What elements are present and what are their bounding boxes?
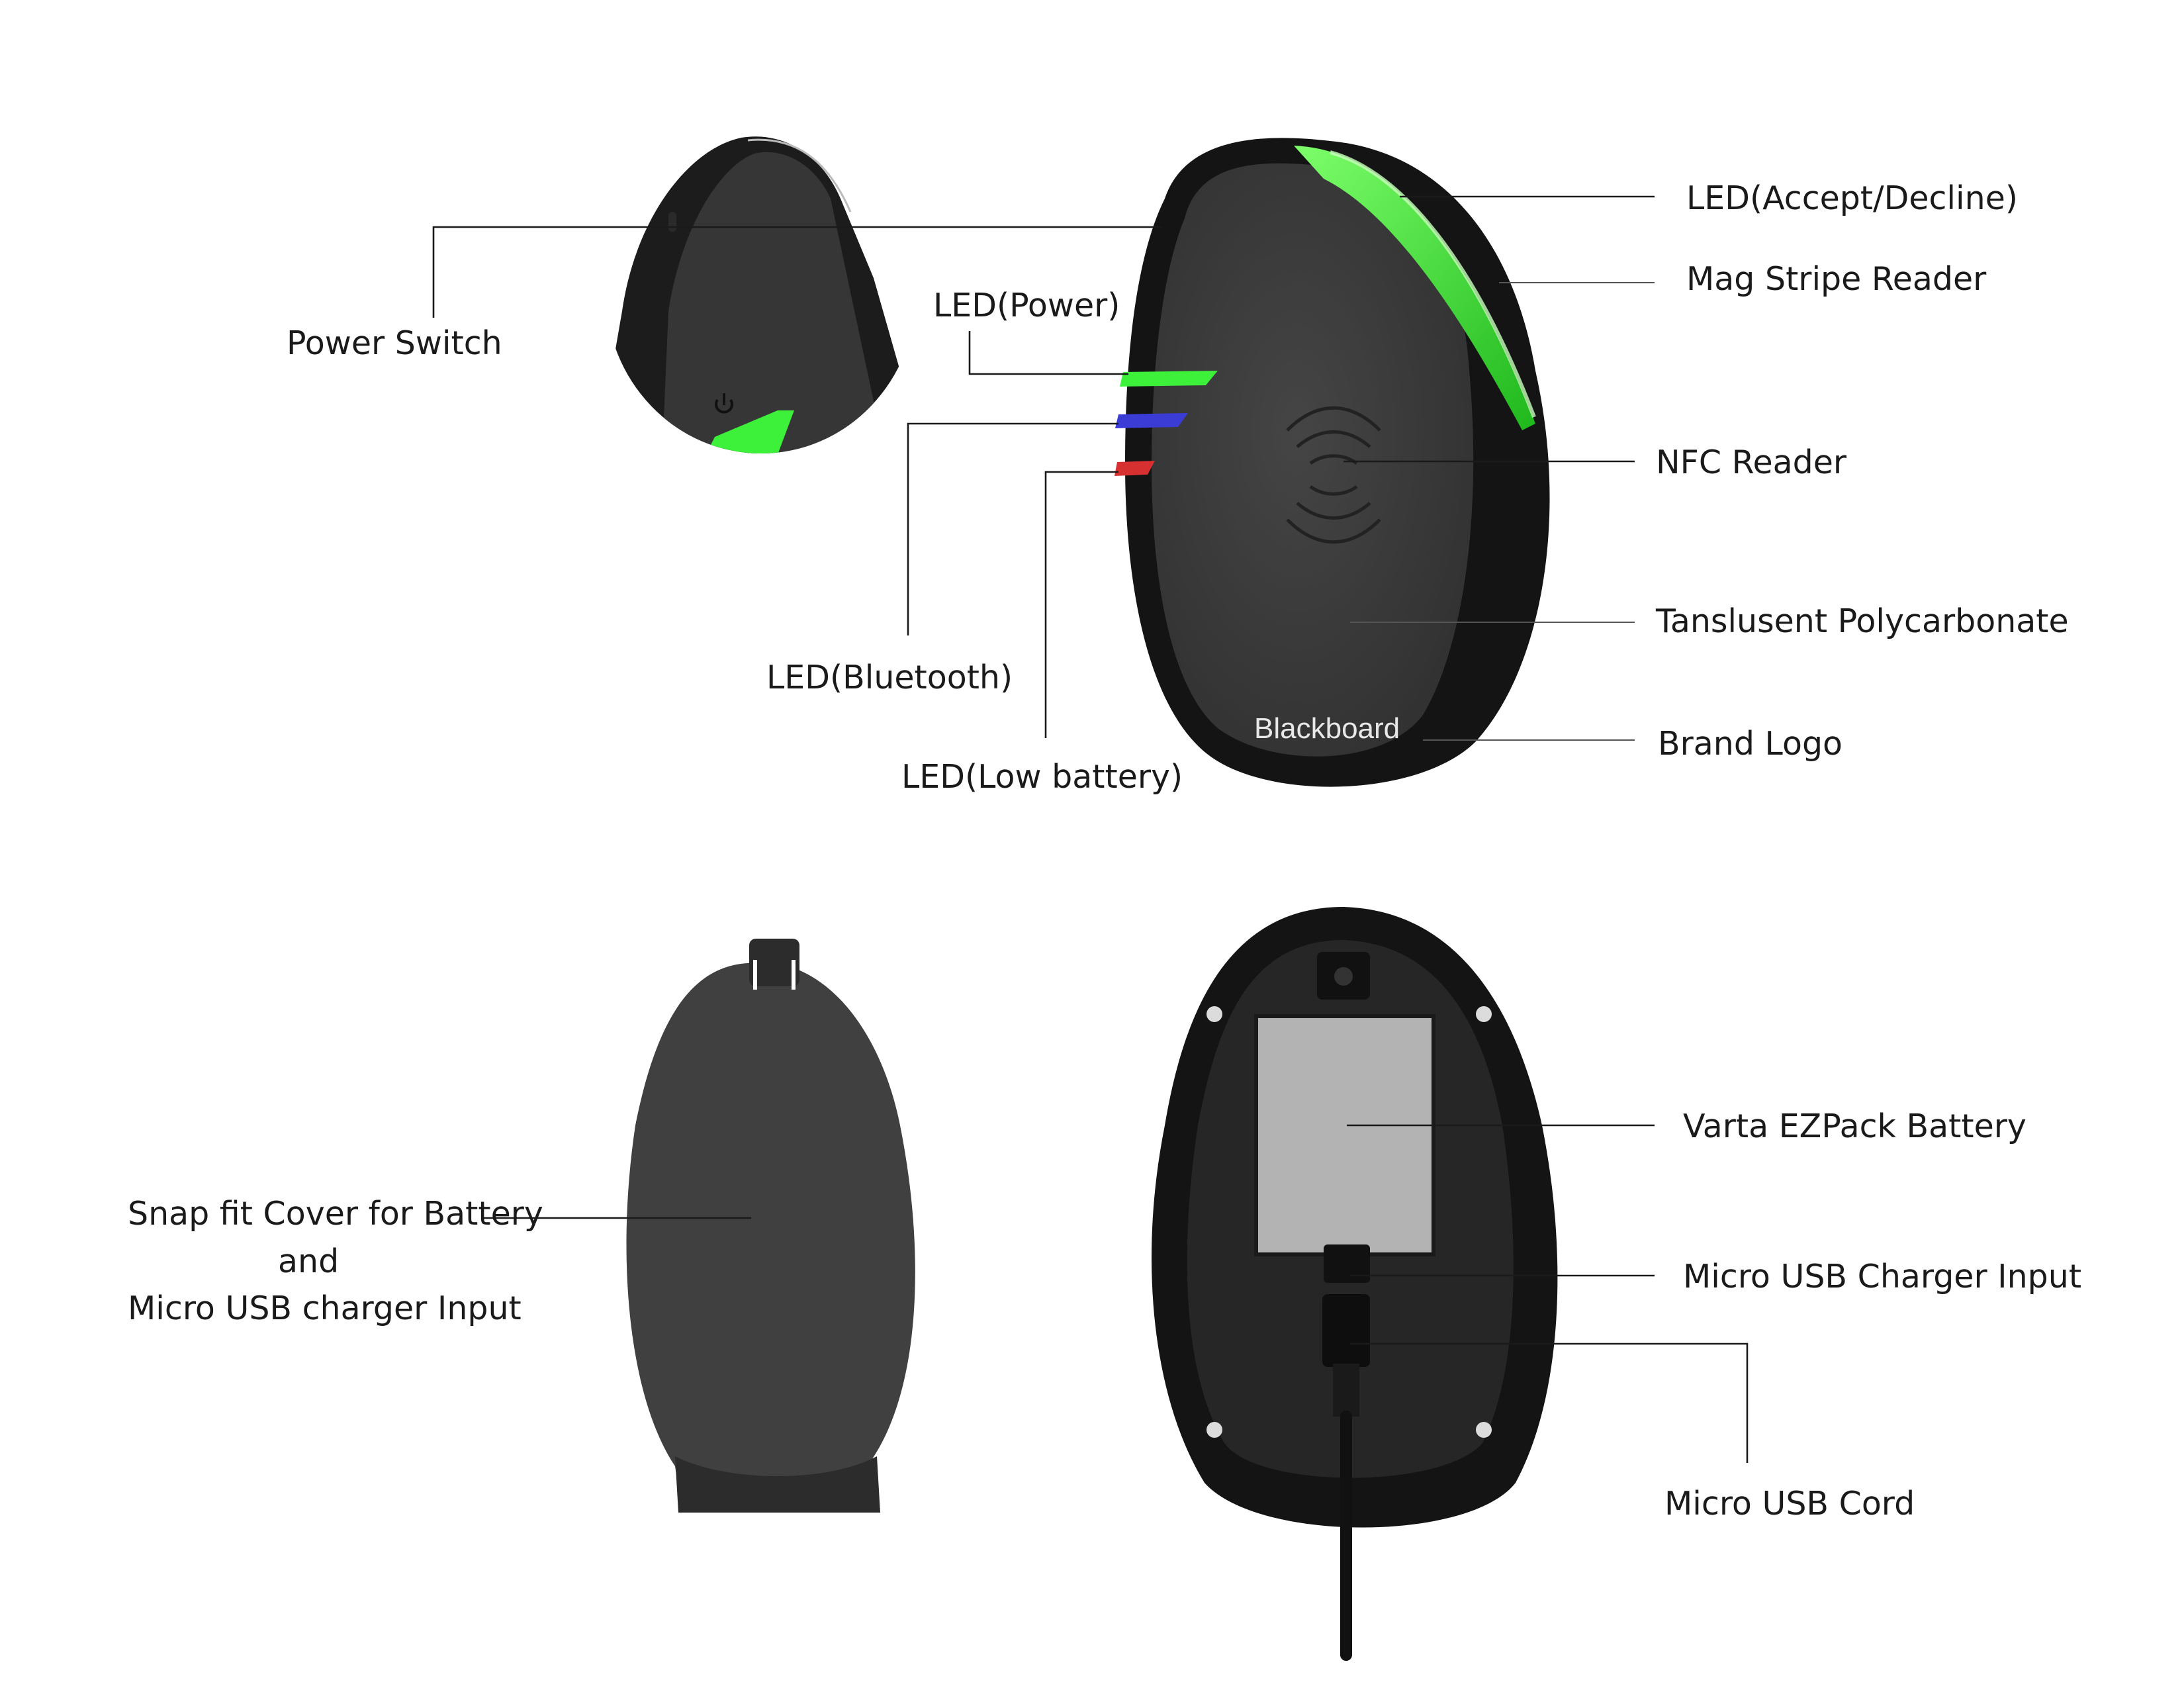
power-switch <box>668 212 676 232</box>
label-brand-logo: Brand Logo <box>1658 725 1843 763</box>
mag-stripe-reader <box>1294 146 1535 430</box>
label-nfc-reader: NFC Reader <box>1656 444 1847 481</box>
label-led-accept-decline: LED(Accept/Decline) <box>1686 179 2018 217</box>
label-snap-fit-cover-2: and <box>278 1243 339 1280</box>
screw <box>1476 1006 1492 1022</box>
label-micro-usb-cord: Micro USB Cord <box>1664 1485 1915 1523</box>
screw <box>1206 1006 1222 1022</box>
power-switch-detail <box>606 129 917 453</box>
cover-body <box>626 962 915 1509</box>
label-led-low-battery: LED(Low battery) <box>901 758 1183 796</box>
label-translucent-polycarbonate: Tanslusent Polycarbonate <box>1655 602 2069 640</box>
mag-stripe-highlight <box>1330 150 1536 418</box>
back-device <box>1152 907 1558 1661</box>
nfc-waves-icon <box>1286 406 1381 544</box>
micro-usb-plug <box>1322 1294 1370 1367</box>
leader-lines <box>432 195 1749 1463</box>
callout-labels: Power Switch LED(Power) LED(Bluetooth) L… <box>128 179 2081 1523</box>
cover-tab <box>749 939 799 986</box>
label-snap-fit-cover-1: Snap fit Cover for Battery <box>128 1195 543 1233</box>
varta-battery <box>1254 1014 1435 1256</box>
led-low-battery <box>1115 461 1155 476</box>
micro-usb-port <box>1324 1244 1370 1283</box>
label-varta-battery: Varta EZPack Battery <box>1683 1107 2026 1145</box>
label-micro-usb-charger-input: Micro USB Charger Input <box>1683 1258 2081 1295</box>
front-device-face <box>1152 163 1474 757</box>
screw <box>1206 1422 1222 1438</box>
label-mag-stripe-reader: Mag Stripe Reader <box>1686 260 1987 298</box>
screw <box>1476 1422 1492 1438</box>
label-snap-fit-cover-3: Micro USB charger Input <box>128 1289 522 1327</box>
led-power <box>1120 371 1218 387</box>
front-device: Blackboard <box>1115 138 1550 787</box>
label-led-bluetooth: LED(Bluetooth) <box>766 659 1013 696</box>
led-bluetooth <box>1115 413 1188 428</box>
snap-fit-cover <box>626 939 915 1513</box>
label-led-power: LED(Power) <box>933 287 1120 324</box>
brand-logo: Blackboard <box>1254 712 1400 745</box>
cover-base <box>675 1456 880 1513</box>
power-icon <box>715 393 733 414</box>
label-power-switch: Power Switch <box>287 324 502 362</box>
